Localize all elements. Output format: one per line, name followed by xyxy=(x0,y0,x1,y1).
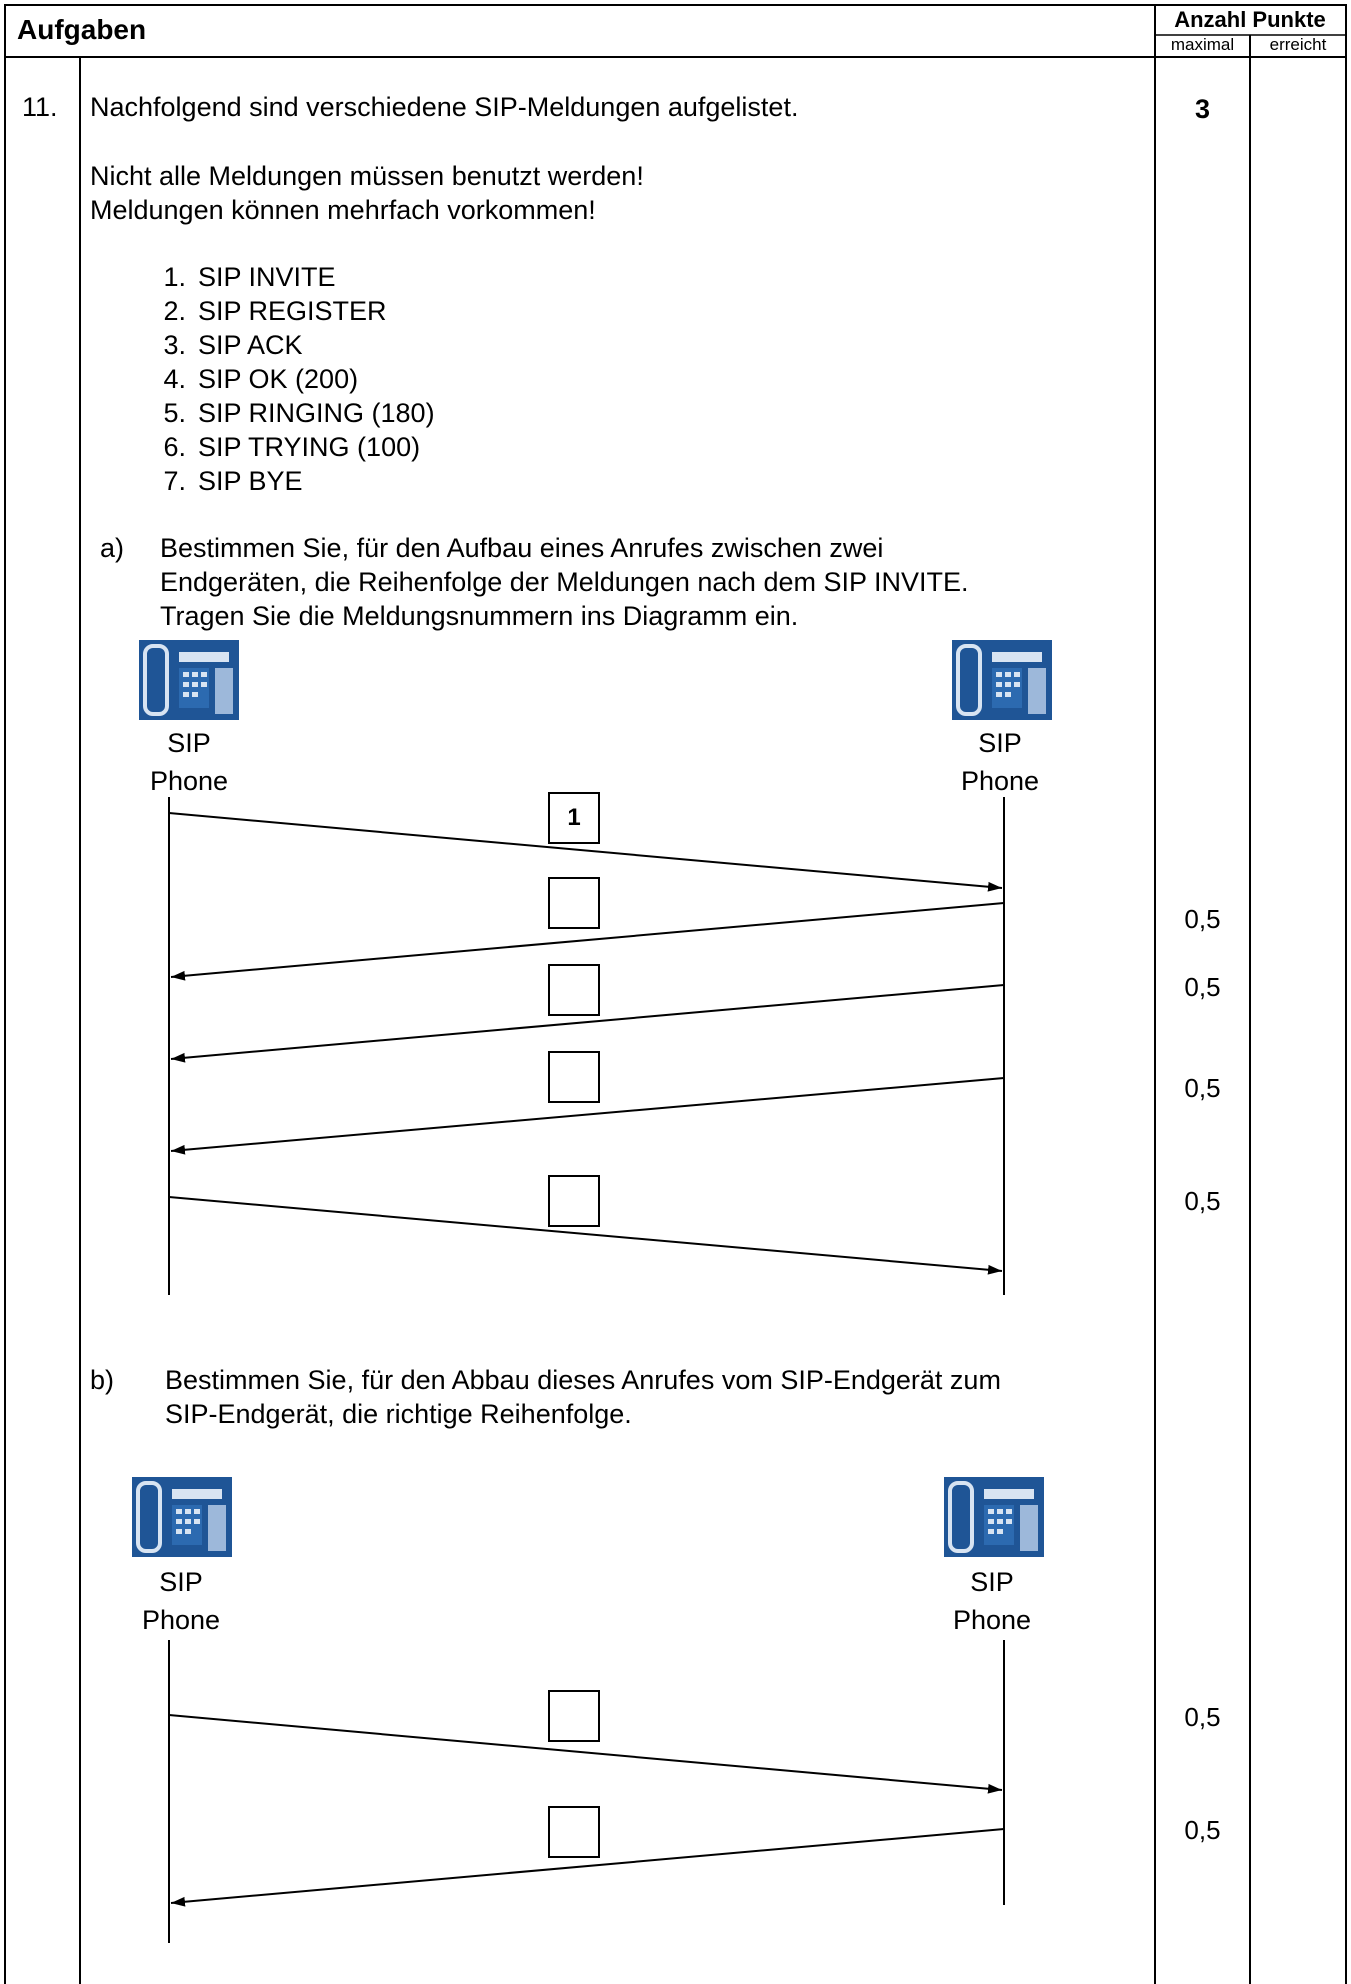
message-list: 1.SIP INVITE 2.SIP REGISTER 3.SIP ACK 4.… xyxy=(136,260,435,498)
answer-box[interactable] xyxy=(548,877,600,929)
answer-box[interactable] xyxy=(548,1806,600,1858)
reached-points-header: erreicht xyxy=(1269,35,1327,54)
phone-icon xyxy=(132,1477,232,1557)
points-value: 0,5 xyxy=(1184,904,1221,934)
part-a-line-1: Bestimmen Sie, für den Aufbau eines Anru… xyxy=(160,533,884,563)
answer-box[interactable] xyxy=(548,1175,600,1227)
list-item: 4.SIP OK (200) xyxy=(163,364,359,394)
task-note-1: Nicht alle Meldungen müssen benutzt werd… xyxy=(90,161,644,191)
task-note-2: Meldungen können mehrfach vorkommen! xyxy=(90,195,596,225)
part-b-letter: b) xyxy=(90,1365,115,1395)
part-a-letter: a) xyxy=(100,533,125,563)
points-value: 0,5 xyxy=(1184,1186,1221,1216)
phone-icon xyxy=(952,640,1052,720)
list-item: 3.SIP ACK xyxy=(163,330,303,360)
points-value: 0,5 xyxy=(1184,1073,1221,1103)
max-points-header: maximal xyxy=(1170,35,1235,54)
phone-icon xyxy=(944,1477,1044,1557)
answer-box[interactable]: 1 xyxy=(548,792,600,844)
part-b-line-2: SIP-Endgerät, die richtige Reihenfolge. xyxy=(165,1399,632,1429)
task-number: 11. xyxy=(22,92,58,122)
list-item: 2.SIP REGISTER xyxy=(163,296,387,326)
list-item: 6.SIP TRYING (100) xyxy=(163,432,421,462)
part-a-line-3: Tragen Sie die Meldungsnummern ins Diagr… xyxy=(160,601,799,631)
points-value: 0,5 xyxy=(1184,1815,1221,1845)
task-intro: Nachfolgend sind verschiedene SIP-Meldun… xyxy=(90,92,799,122)
answer-box[interactable] xyxy=(548,964,600,1016)
list-item: 1.SIP INVITE xyxy=(163,262,336,292)
part-b-line-1: Bestimmen Sie, für den Abbau dieses Anru… xyxy=(165,1365,1001,1395)
part-a-line-2: Endgeräten, die Reihenfolge der Meldunge… xyxy=(160,567,969,597)
header-title: Aufgaben xyxy=(17,14,147,45)
points-value: 0,5 xyxy=(1184,972,1221,1002)
list-item: 5.SIP RINGING (180) xyxy=(163,398,435,428)
points-value: 0,5 xyxy=(1184,1702,1221,1732)
answer-box[interactable] xyxy=(548,1690,600,1742)
points-header: Anzahl Punkte xyxy=(1174,7,1326,32)
phone-icon xyxy=(139,640,239,720)
list-item: 7.SIP BYE xyxy=(163,466,303,496)
answer-box[interactable] xyxy=(548,1051,600,1103)
max-points-total: 3 xyxy=(1194,94,1211,124)
